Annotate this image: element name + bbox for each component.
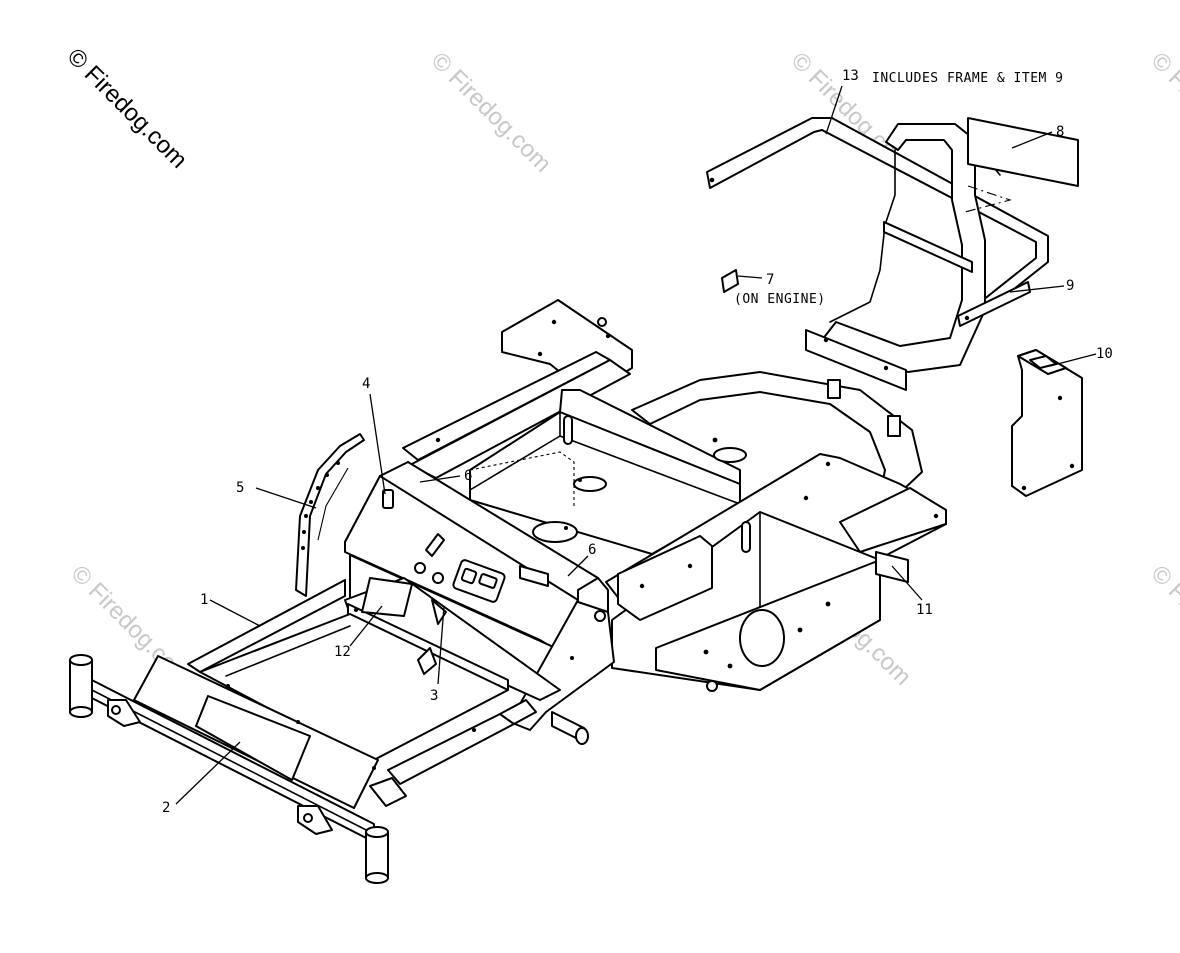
callout-6b: 6 — [588, 542, 596, 558]
item-10-guard — [1011, 349, 1083, 497]
callout-12: 12 — [334, 644, 351, 660]
watermark-7: © Firedog.com — [1146, 560, 1180, 691]
item-7-decal — [721, 269, 739, 293]
watermark-1: © Firedog.com — [426, 47, 557, 178]
callout-11: 11 — [916, 602, 933, 618]
callout-9: 9 — [1066, 278, 1074, 294]
callout-13: 13 — [842, 68, 859, 84]
watermark-3: © Firedog.com — [1146, 47, 1180, 178]
callout-6a: 6 — [464, 468, 472, 484]
callout-labels: 1 2 3 4 5 6 6 7 8 9 10 11 12 13 INCLUDES… — [162, 68, 1113, 816]
callout-10: 10 — [1096, 346, 1113, 362]
callout-2: 2 — [162, 800, 170, 816]
callout-7: 7 — [766, 272, 774, 288]
callout-1: 1 — [200, 592, 208, 608]
leader-lines — [175, 85, 1097, 805]
watermark-main: © Firedog.com — [62, 43, 193, 174]
callout-8: 8 — [1056, 124, 1064, 140]
main-frame — [69, 299, 947, 884]
callout-4: 4 — [362, 376, 370, 392]
note-item-7: (ON ENGINE) — [734, 292, 826, 307]
item-8-decal — [964, 117, 1079, 213]
note-item-13: INCLUDES FRAME & ITEM 9 — [872, 71, 1064, 86]
callout-3: 3 — [430, 688, 438, 704]
callout-5: 5 — [236, 480, 244, 496]
